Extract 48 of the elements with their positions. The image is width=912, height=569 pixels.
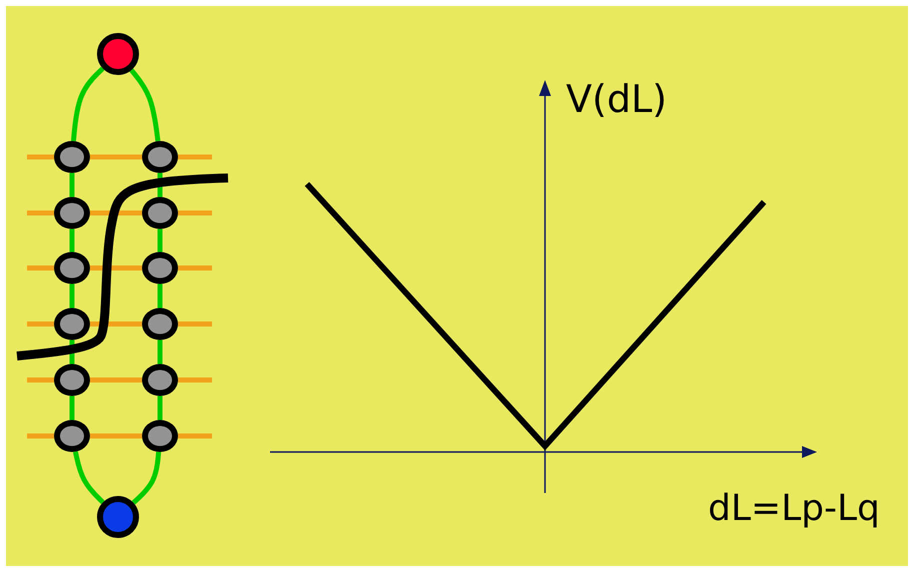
n-link-line xyxy=(72,451,105,504)
t-link-line xyxy=(90,154,142,160)
t-link-line xyxy=(178,210,212,216)
t-link-line xyxy=(178,322,212,326)
t-link-line xyxy=(90,434,142,438)
pixel-node xyxy=(54,252,90,284)
n-link-line xyxy=(158,229,162,252)
t-link-line xyxy=(27,322,54,326)
axis-label: V(dL) xyxy=(566,80,667,118)
pixel-node xyxy=(142,420,178,452)
pixel-node xyxy=(54,141,90,173)
t-link-line xyxy=(27,378,54,382)
pixel-node xyxy=(142,308,178,340)
pixel-node xyxy=(54,308,90,340)
pixel-node xyxy=(142,364,178,396)
axis-label: dL=Lp-Lq xyxy=(708,491,880,527)
t-link-line xyxy=(27,266,54,270)
n-link-line xyxy=(158,396,162,420)
t-link-line xyxy=(90,378,142,382)
t-link-line xyxy=(27,210,54,216)
pixel-node xyxy=(142,141,178,173)
n-link-line xyxy=(158,173,162,197)
t-link-line xyxy=(90,322,142,326)
t-link-line xyxy=(178,266,212,270)
t-link-line xyxy=(27,434,54,438)
n-link-line xyxy=(158,340,162,364)
n-link-line xyxy=(132,452,162,505)
sink-node xyxy=(97,496,139,538)
n-link-line xyxy=(70,396,74,420)
n-link-line xyxy=(129,68,160,142)
n-link-line xyxy=(70,284,74,308)
n-link-line xyxy=(70,173,74,197)
pixel-node xyxy=(54,197,90,229)
t-link-line xyxy=(90,266,142,270)
n-link-line xyxy=(158,284,162,308)
pixel-node xyxy=(142,197,178,229)
n-link-line xyxy=(70,229,74,252)
pixel-node xyxy=(142,252,178,284)
n-link-line xyxy=(70,340,74,364)
pixel-node xyxy=(54,420,90,452)
t-link-line xyxy=(178,154,212,160)
t-link-line xyxy=(178,434,212,438)
pixel-node xyxy=(54,364,90,396)
t-link-line xyxy=(178,378,212,382)
source-node xyxy=(97,33,139,75)
n-link-line xyxy=(70,66,104,142)
t-link-line xyxy=(90,210,142,216)
t-link-line xyxy=(27,154,54,160)
